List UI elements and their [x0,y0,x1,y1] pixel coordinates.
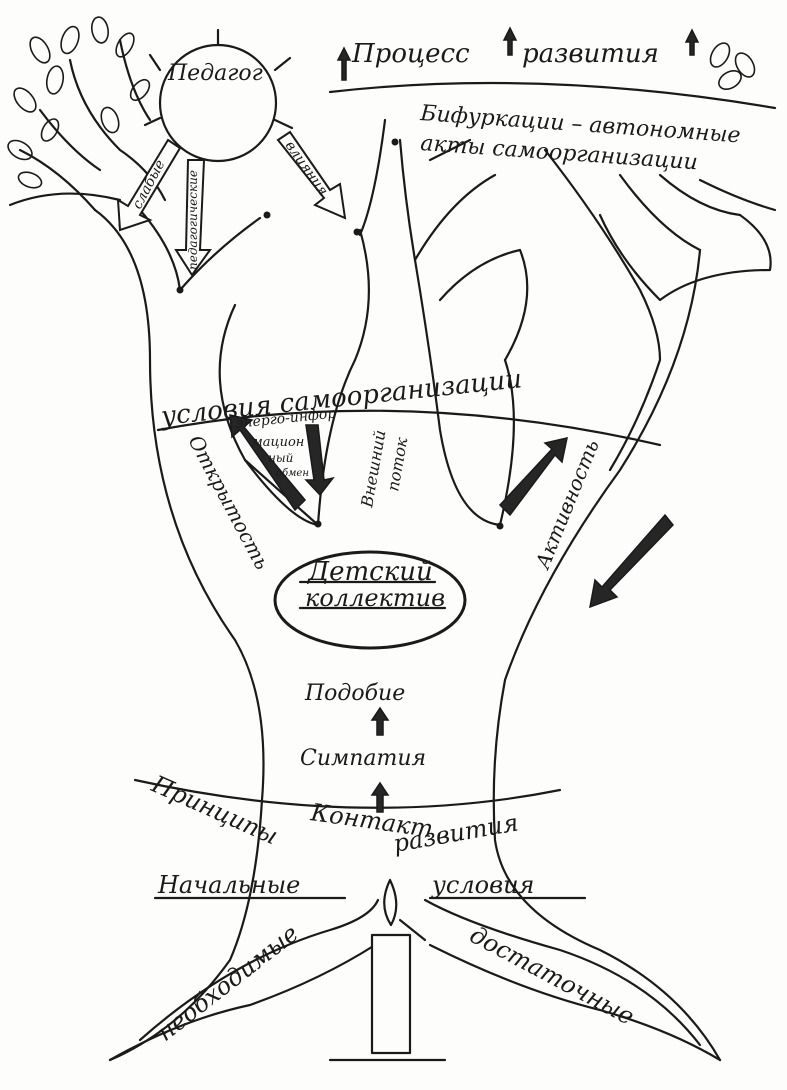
external-label-1: Внешний [357,429,389,510]
similarity-label: Подобие [304,681,405,706]
right-branch-loop [600,215,771,300]
candle-flame [384,880,396,925]
conditions-label: условия [431,871,534,899]
left-ground-arc [10,194,120,205]
activity-label: Активность [530,436,604,574]
development-top-label: развития [522,39,659,69]
process-arrow-1 [338,48,350,80]
outflow-arrow [590,515,673,607]
trunk-left [95,210,263,1060]
selforg-conditions-label: условия самоорганизации [159,364,524,432]
candle-icon [372,935,410,1053]
middle-branches [415,140,527,360]
effects-label: влияния [282,138,331,199]
external-label-2: поток [383,435,411,492]
energy-info-4: обмен [276,468,309,479]
trunk-right [494,250,720,1060]
collective-label-2: коллектив [305,584,445,612]
weak-label: слабые [129,157,168,212]
energy-info-3: ный [268,451,293,465]
energy-info-2: мацион [252,435,304,450]
small-arrow-1 [372,708,388,735]
inner-v-left [220,230,369,525]
initial-label: Начальные [157,871,300,899]
process-arrow-3 [686,30,698,55]
right-tree-outline [545,150,775,470]
process-label: Процесс [351,39,470,69]
collective-label-1: Детский [307,557,433,587]
teacher-label: Педагог [167,61,263,86]
sufficient-label: достаточные [465,921,639,1031]
pedagogical-label: педагогические [186,170,200,270]
sympathy-label: Симпатия [300,746,426,771]
process-arc [330,83,775,108]
process-arrow-2 [504,28,516,55]
necessary-label: необходимые [151,919,303,1047]
